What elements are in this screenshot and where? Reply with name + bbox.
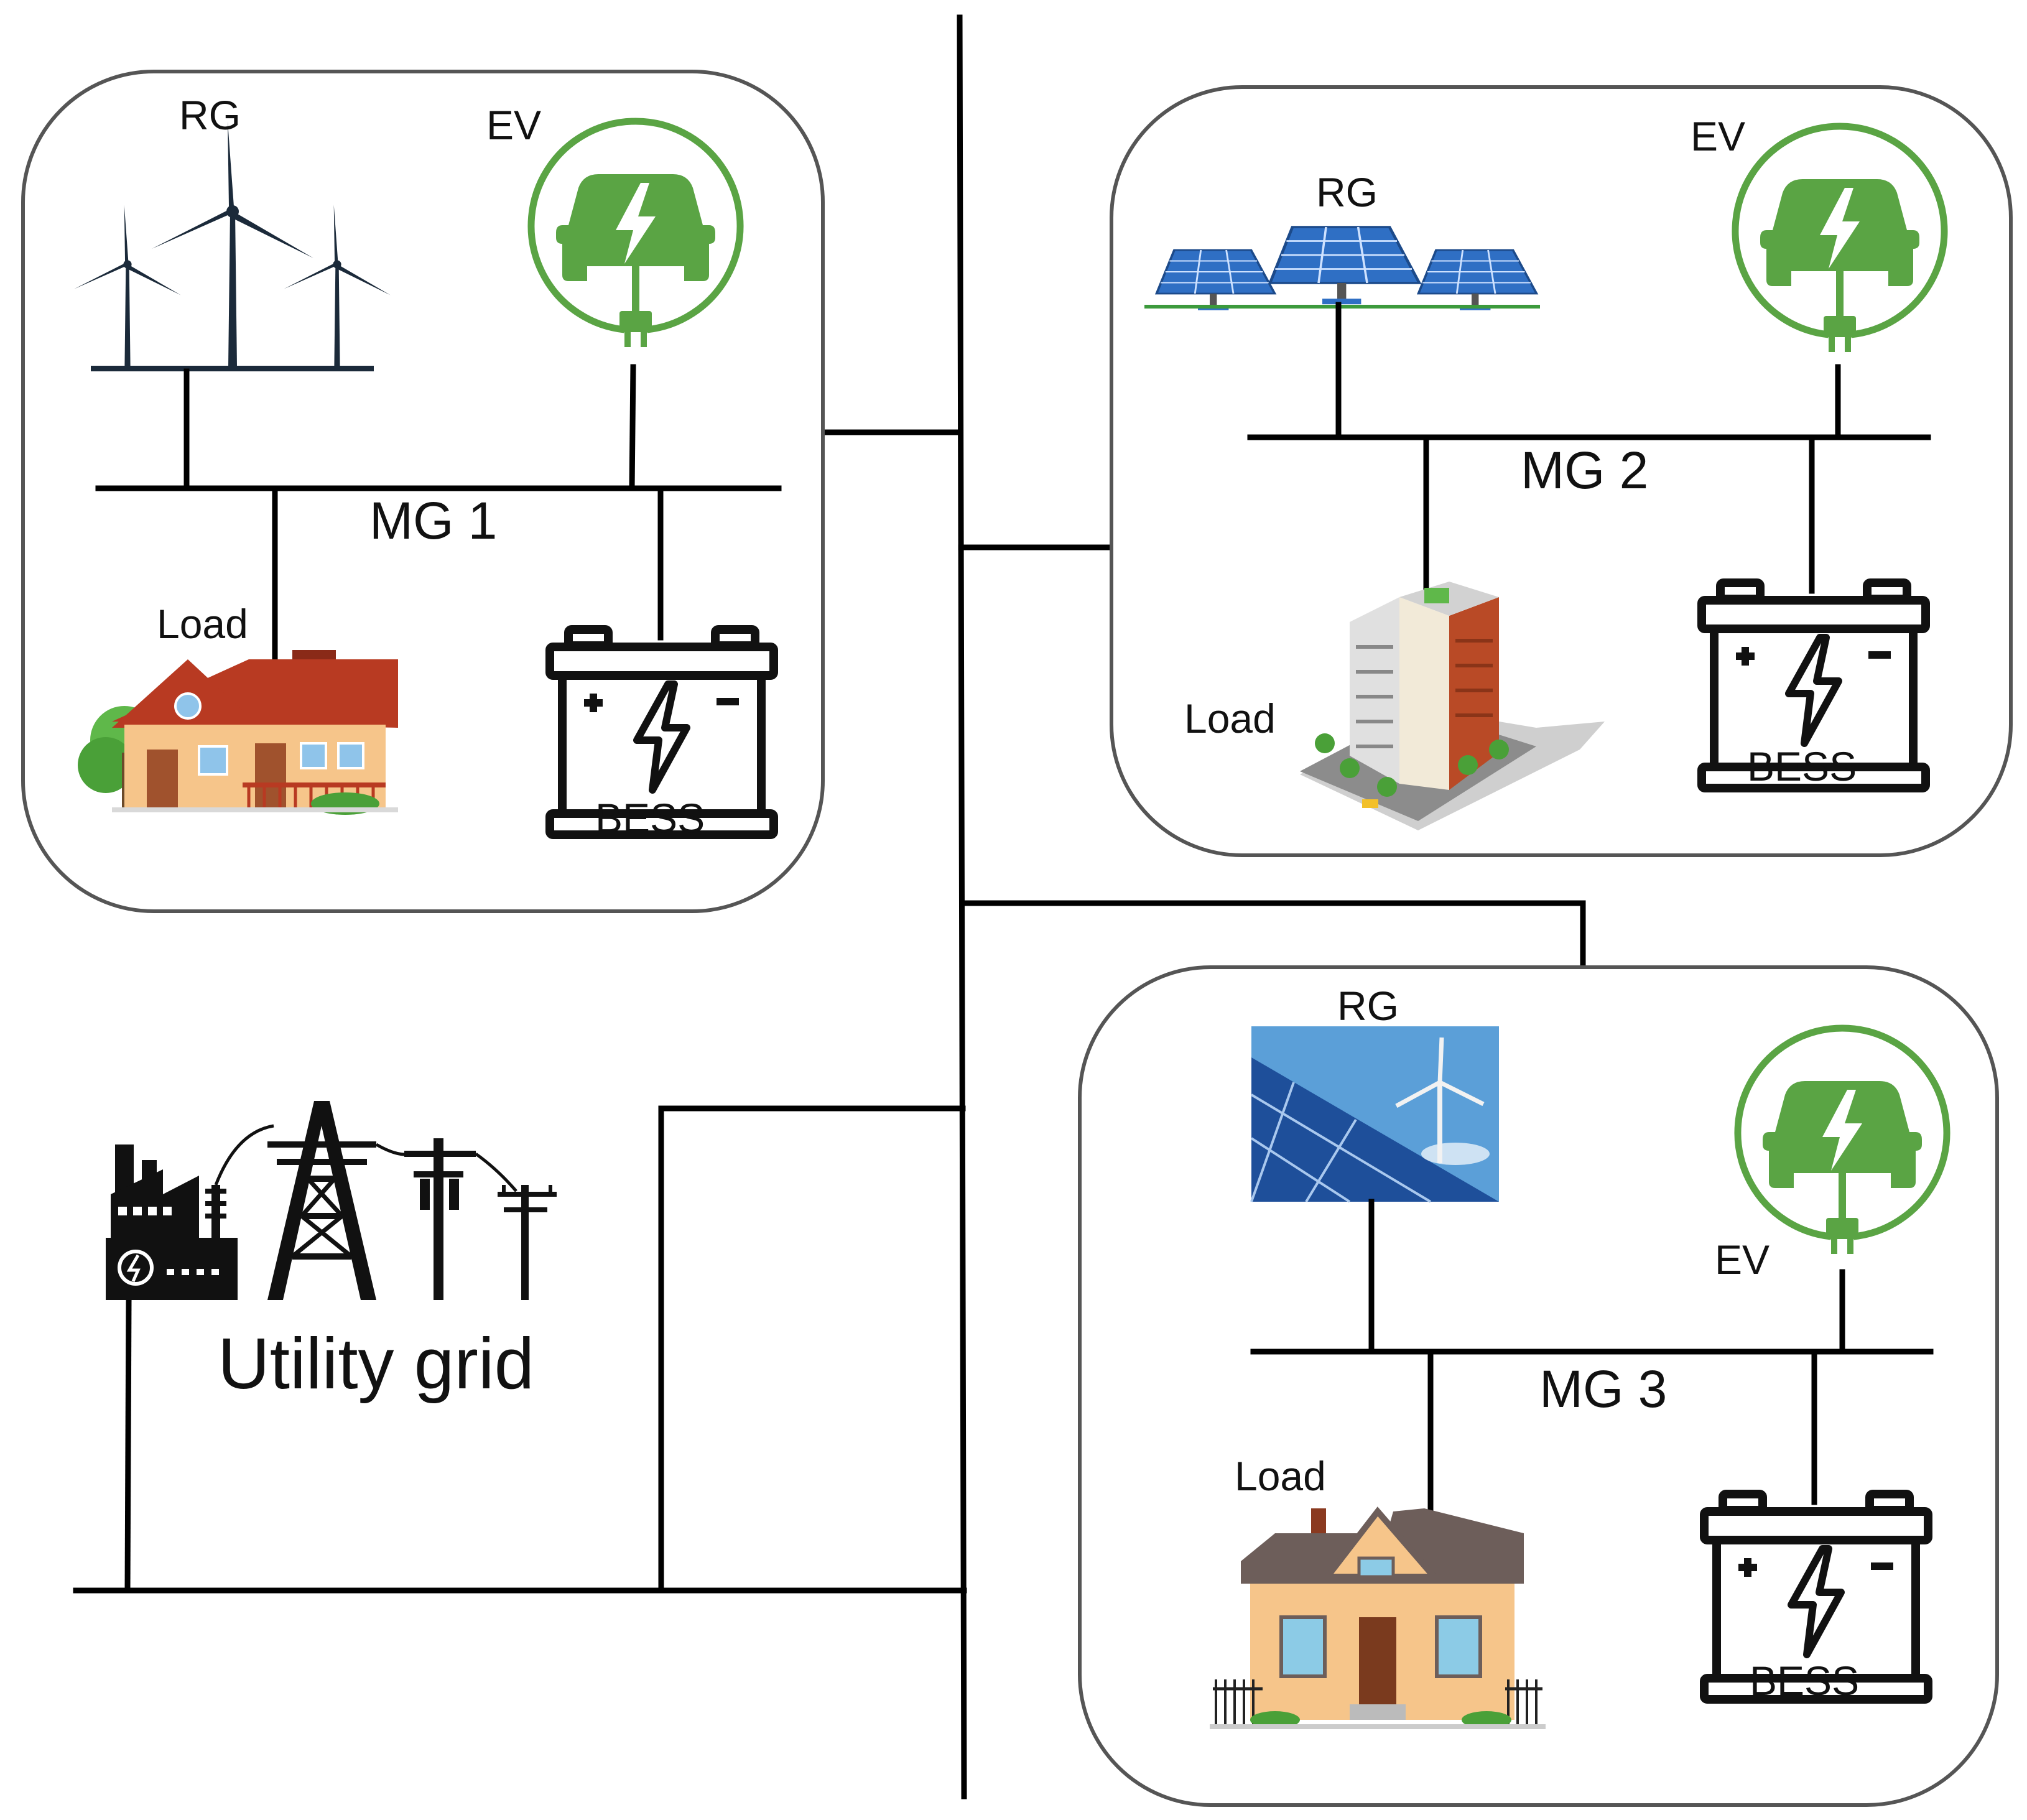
utility-grid-title: Utility grid: [218, 1323, 534, 1404]
mg1-rg-label: RG: [179, 92, 241, 138]
utility-grid: Utility grid: [106, 1101, 557, 1404]
solar-wind-photo-icon: [1250, 1026, 1499, 1203]
mg3-load-label: Load: [1235, 1453, 1326, 1499]
mg3-rg-label: RG: [1337, 983, 1399, 1029]
mg1-title: MG 1: [369, 491, 497, 550]
wind-turbine-icon: [74, 121, 391, 371]
mg3-ev-label: EV: [1715, 1237, 1770, 1283]
mg1-bess-label: BESS: [595, 795, 705, 841]
mg2-ev-label: EV: [1691, 113, 1745, 159]
solar-panel-icon: [1144, 227, 1540, 312]
mg1-ev-label: EV: [486, 102, 541, 148]
power-plant-transmission-icon: [106, 1101, 557, 1300]
mg2-panel: RG EV MG 2 Load BESS: [1110, 85, 2013, 857]
mg1-load-label: Load: [157, 601, 248, 647]
mg3-panel: RG EV MG 3 Load BESS: [1078, 965, 1999, 1807]
mg2-rg-label: RG: [1316, 169, 1378, 215]
mg2-load-label: Load: [1184, 695, 1276, 741]
mg1-panel: RG EV MG 1 Load BESS: [21, 70, 825, 913]
mg2-bess-label: BESS: [1747, 743, 1857, 789]
mg2-title: MG 2: [1521, 441, 1648, 499]
mg3-bess-label: BESS: [1750, 1658, 1859, 1704]
main-bus-lines: [73, 14, 1586, 1799]
mg3-title: MG 3: [1539, 1360, 1667, 1418]
house-icon: [78, 650, 398, 815]
building-icon: [1300, 582, 1605, 830]
house-icon: [1210, 1507, 1546, 1729]
